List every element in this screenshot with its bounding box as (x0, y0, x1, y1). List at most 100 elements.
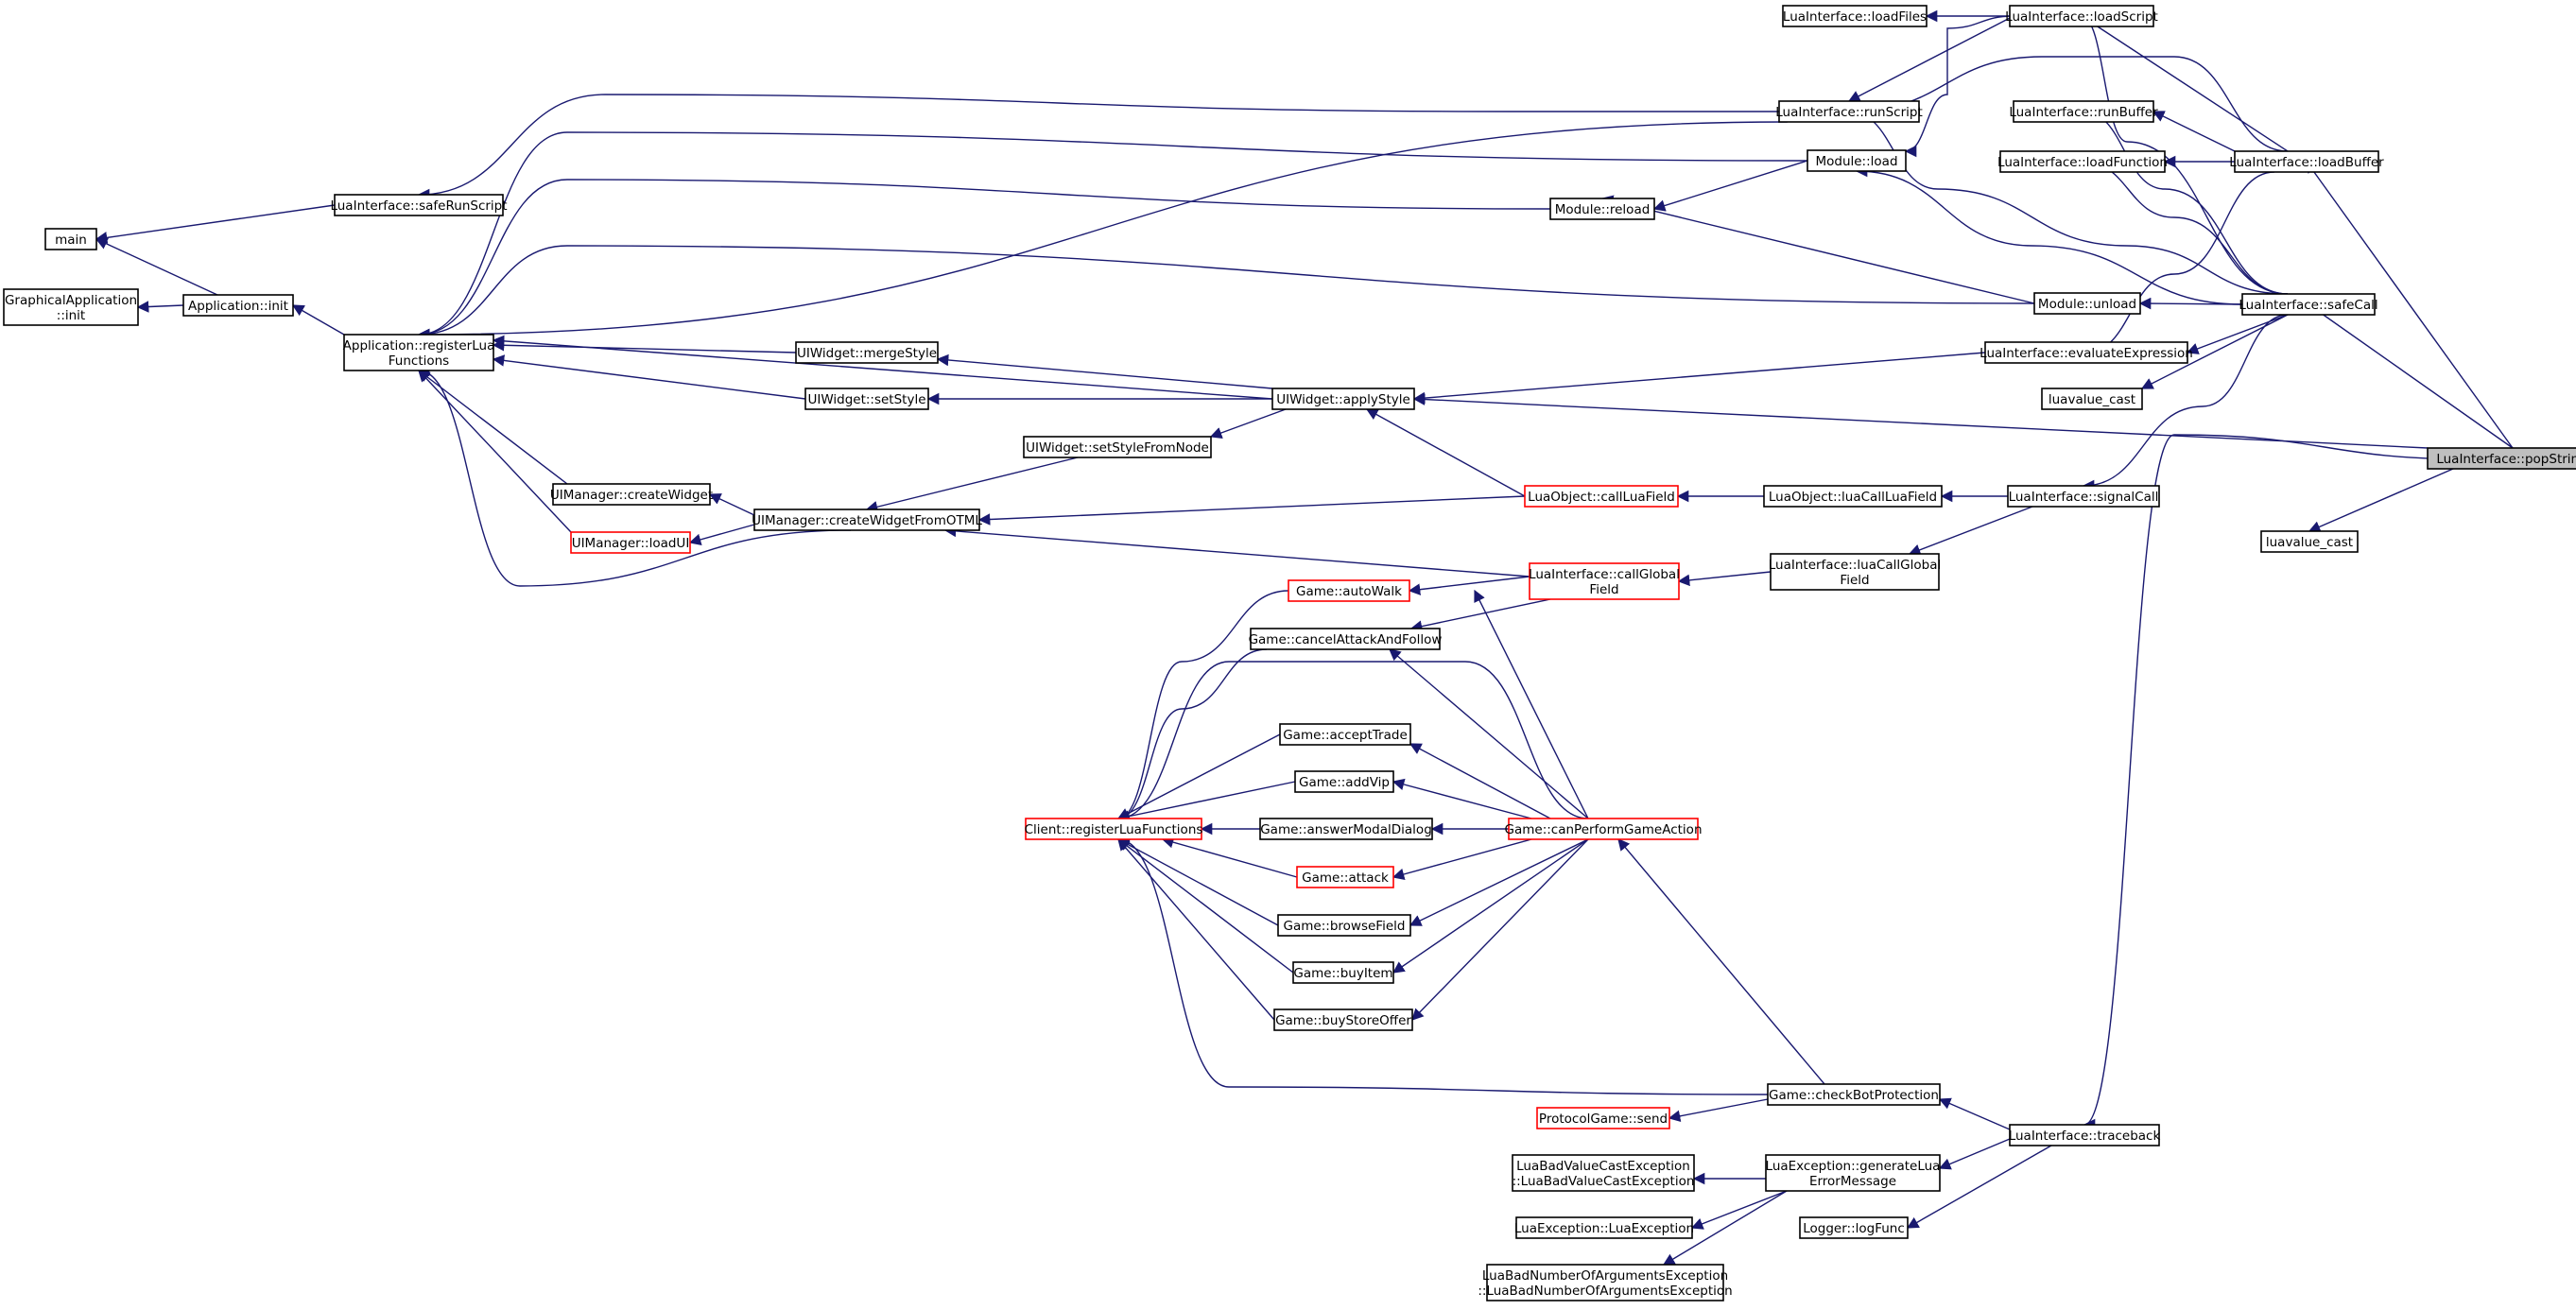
node-attack[interactable]: Game::attack (1296, 866, 1394, 888)
node-box-signalCall[interactable] (2007, 485, 2160, 508)
node-runScript[interactable]: LuaInterface::runScript (1775, 100, 1923, 123)
node-box-callLuaField[interactable] (1524, 485, 1679, 508)
node-loadBuffer[interactable]: LuaInterface::loadBuffer (2229, 150, 2384, 173)
node-moduleLoad[interactable]: Module::load (1807, 149, 1907, 172)
node-box-callGlobalField[interactable] (1529, 562, 1680, 600)
node-createFromOTML[interactable]: UIManager::createWidgetFromOTML (752, 508, 982, 531)
node-box-moduleLoad[interactable] (1807, 149, 1907, 172)
node-box-luavalue_cast_a[interactable] (2041, 388, 2143, 410)
node-luaException[interactable]: LuaException::LuaException (1514, 1216, 1694, 1239)
node-box-buyItem[interactable] (1292, 961, 1394, 984)
node-box-runScript[interactable] (1778, 100, 1920, 123)
node-popString[interactable]: LuaInterface::popString (2427, 447, 2576, 470)
node-box-protoSend[interactable] (1536, 1107, 1670, 1129)
node-browseField[interactable]: Game::browseField (1277, 914, 1411, 937)
node-moduleUnload[interactable]: Module::unload (2033, 292, 2141, 315)
node-addVip[interactable]: Game::addVip (1294, 770, 1394, 793)
node-setStyleFromNode[interactable]: UIWidget::setStyleFromNode (1023, 436, 1212, 458)
node-box-loadUI[interactable] (570, 531, 691, 554)
node-callLuaField[interactable]: LuaObject::callLuaField (1524, 485, 1679, 508)
node-box-safeCall[interactable] (2241, 293, 2376, 316)
node-loadScript[interactable]: LuaInterface::loadScript (2005, 5, 2158, 27)
node-box-popString[interactable] (2427, 447, 2576, 470)
node-safeCall[interactable]: LuaInterface::safeCall (2239, 293, 2378, 316)
node-luavalue_cast_a[interactable]: luavalue_cast (2041, 388, 2143, 410)
node-box-badNumArgs[interactable] (1486, 1264, 1724, 1301)
node-box-traceback[interactable] (2009, 1124, 2160, 1146)
node-box-luaCallGlobalField[interactable] (1770, 553, 1940, 591)
node-applyStyle[interactable]: UIWidget::applyStyle (1271, 388, 1415, 410)
node-box-checkBot[interactable] (1767, 1083, 1941, 1106)
node-box-setStyleFromNode[interactable] (1023, 436, 1212, 458)
node-box-loadScript[interactable] (2009, 5, 2154, 27)
node-badValueCast[interactable]: LuaBadValueCastException::LuaBadValueCas… (1512, 1154, 1695, 1192)
node-box-loadFiles[interactable] (1782, 5, 1928, 27)
node-box-main[interactable] (44, 228, 97, 250)
node-box-appRegLua[interactable] (343, 334, 494, 371)
node-box-addVip[interactable] (1294, 770, 1394, 793)
node-badNumArgs[interactable]: LuaBadNumberOfArgumentsException::LuaBad… (1478, 1264, 1733, 1301)
node-buyItem[interactable]: Game::buyItem (1292, 961, 1394, 984)
node-box-loadBuffer[interactable] (2234, 150, 2379, 173)
node-createWidget[interactable]: UIManager::createWidget (550, 483, 713, 506)
node-canPerform[interactable]: Game::canPerformGameAction (1505, 818, 1703, 840)
node-safeRunScript[interactable]: LuaInterface::safeRunScript (330, 194, 508, 216)
node-box-browseField[interactable] (1277, 914, 1411, 937)
node-runBuffer[interactable]: LuaInterface::runBuffer (2009, 100, 2158, 123)
node-box-safeRunScript[interactable] (334, 194, 504, 216)
node-box-moduleReload[interactable] (1549, 198, 1655, 220)
node-box-autoWalk[interactable] (1288, 579, 1410, 602)
node-box-logFunc[interactable] (1799, 1216, 1909, 1239)
node-box-canPerform[interactable] (1508, 818, 1699, 840)
node-protoSend[interactable]: ProtocolGame::send (1536, 1107, 1670, 1129)
node-box-luaException[interactable] (1515, 1216, 1693, 1239)
node-gfxInit[interactable]: GraphicalApplication::init (3, 288, 139, 326)
node-clientRegLua[interactable]: Client::registerLuaFunctions (1025, 818, 1203, 840)
node-signalCall[interactable]: LuaInterface::signalCall (2007, 485, 2160, 508)
node-traceback[interactable]: LuaInterface::traceback (2009, 1124, 2161, 1146)
node-box-gfxInit[interactable] (3, 288, 139, 326)
node-box-createWidget[interactable] (552, 483, 711, 506)
node-evalExpr[interactable]: LuaInterface::evaluateExpression (1980, 341, 2193, 364)
node-box-buyStoreOffer[interactable] (1273, 1008, 1413, 1031)
node-box-runBuffer[interactable] (2013, 100, 2154, 123)
node-box-loadFunction[interactable] (1999, 150, 2166, 173)
node-loadFunction[interactable]: LuaInterface::loadFunction (1997, 150, 2168, 173)
node-box-cancelAttack[interactable] (1250, 628, 1441, 650)
node-box-badValueCast[interactable] (1512, 1154, 1695, 1192)
node-appInit[interactable]: Application::init (182, 294, 294, 317)
node-box-acceptTrade[interactable] (1279, 723, 1411, 746)
node-cancelAttack[interactable]: Game::cancelAttackAndFollow (1249, 628, 1443, 650)
node-loadUI[interactable]: UIManager::loadUI (570, 531, 691, 554)
node-box-moduleUnload[interactable] (2033, 292, 2141, 315)
node-autoWalk[interactable]: Game::autoWalk (1288, 579, 1410, 602)
node-box-attack[interactable] (1296, 866, 1394, 888)
node-setStyle[interactable]: UIWidget::setStyle (804, 388, 929, 410)
node-mergeStyle[interactable]: UIWidget::mergeStyle (795, 341, 939, 364)
node-box-evalExpr[interactable] (1984, 341, 2188, 364)
node-box-appInit[interactable] (182, 294, 294, 317)
node-loadFiles[interactable]: LuaInterface::loadFiles (1782, 5, 1928, 27)
node-box-setStyle[interactable] (804, 388, 929, 410)
node-luaCallLuaField[interactable]: LuaObject::luaCallLuaField (1763, 485, 1943, 508)
node-box-applyStyle[interactable] (1271, 388, 1415, 410)
node-box-mergeStyle[interactable] (795, 341, 939, 364)
node-box-luavalue_cast_b[interactable] (2260, 530, 2359, 553)
node-checkBot[interactable]: Game::checkBotProtection (1767, 1083, 1941, 1106)
node-box-createFromOTML[interactable] (753, 508, 980, 531)
node-appRegLua[interactable]: Application::registerLuaFunctions (343, 334, 495, 371)
node-luavalue_cast_b[interactable]: luavalue_cast (2260, 530, 2359, 553)
node-logFunc[interactable]: Logger::logFunc (1799, 1216, 1909, 1239)
node-answerModal[interactable]: Game::answerModalDialog (1259, 818, 1433, 840)
node-buyStoreOffer[interactable]: Game::buyStoreOffer (1273, 1008, 1413, 1031)
node-box-clientRegLua[interactable] (1025, 818, 1202, 840)
node-moduleReload[interactable]: Module::reload (1549, 198, 1655, 220)
node-box-luaCallLuaField[interactable] (1763, 485, 1943, 508)
node-main[interactable]: main (44, 228, 97, 250)
node-box-genLuaErr[interactable] (1765, 1154, 1941, 1192)
node-acceptTrade[interactable]: Game::acceptTrade (1279, 723, 1411, 746)
node-box-answerModal[interactable] (1259, 818, 1433, 840)
